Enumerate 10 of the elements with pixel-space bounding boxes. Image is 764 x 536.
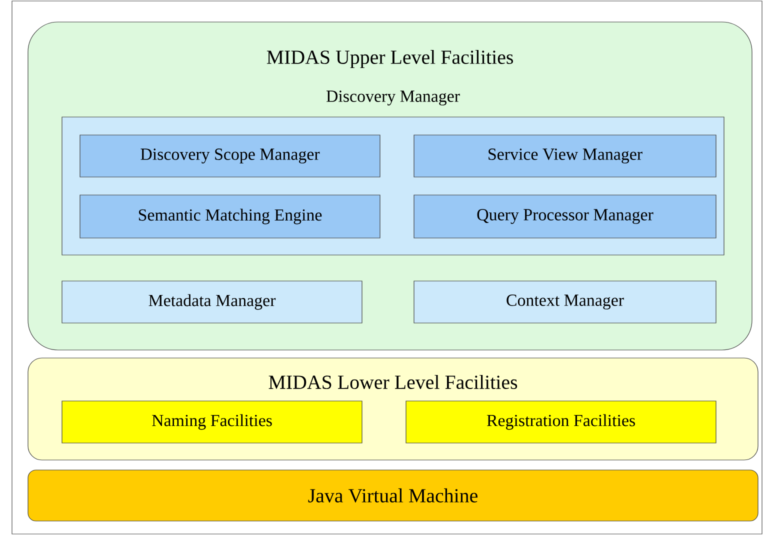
node-label: Discovery Manager [326,90,460,106]
component-box: Naming Facilities [62,400,362,444]
component-box: Context Manager [414,280,716,324]
component-box: Service View Manager [414,134,716,178]
layer-panel: Java Virtual Machine [28,470,758,522]
component-box: Metadata Manager [62,280,362,324]
component-box: Query Processor Manager [414,194,716,238]
component-box: Registration Facilities [406,400,716,444]
component-box: Semantic Matching Engine [80,194,380,238]
component-box: Discovery Scope Manager [80,134,380,178]
